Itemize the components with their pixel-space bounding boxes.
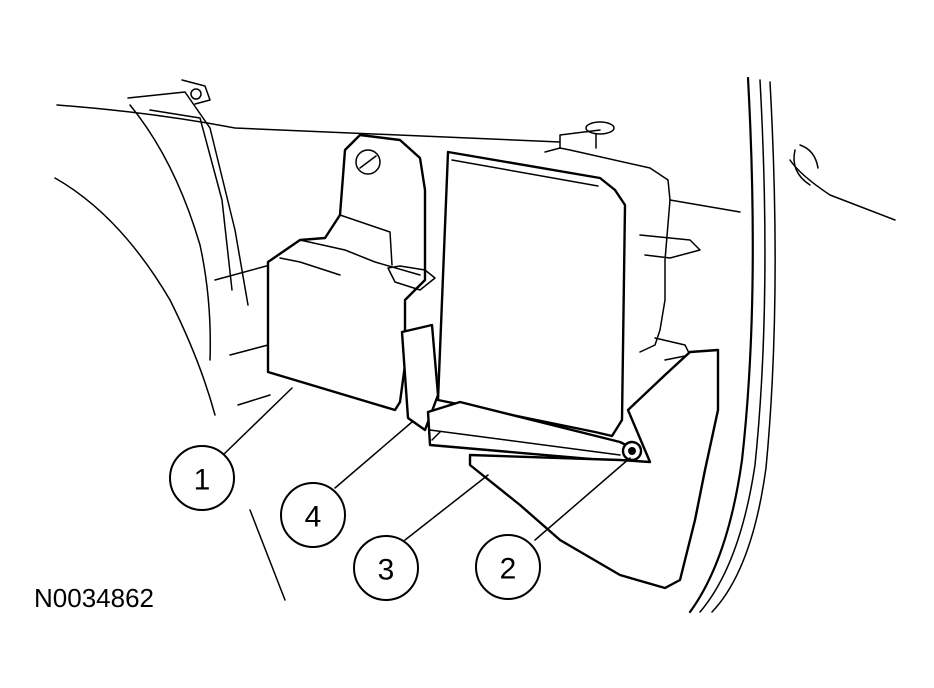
callout-4-number: 4 <box>305 501 322 534</box>
figure-id-label: N0034862 <box>34 583 154 613</box>
callout-2-number: 2 <box>500 553 517 586</box>
callout-3-number: 3 <box>378 554 395 587</box>
door-pillar <box>688 76 896 614</box>
bracket-housing <box>266 133 436 412</box>
callout-3: 3 <box>353 535 419 601</box>
callout-1-number: 1 <box>194 464 211 497</box>
control-module <box>436 121 701 438</box>
side-panel <box>468 348 720 590</box>
leader-lines <box>221 387 631 541</box>
vehicle-panel <box>54 79 741 601</box>
callout-1: 1 <box>169 445 235 511</box>
callout-4: 4 <box>280 482 346 548</box>
callout-2: 2 <box>475 534 541 600</box>
